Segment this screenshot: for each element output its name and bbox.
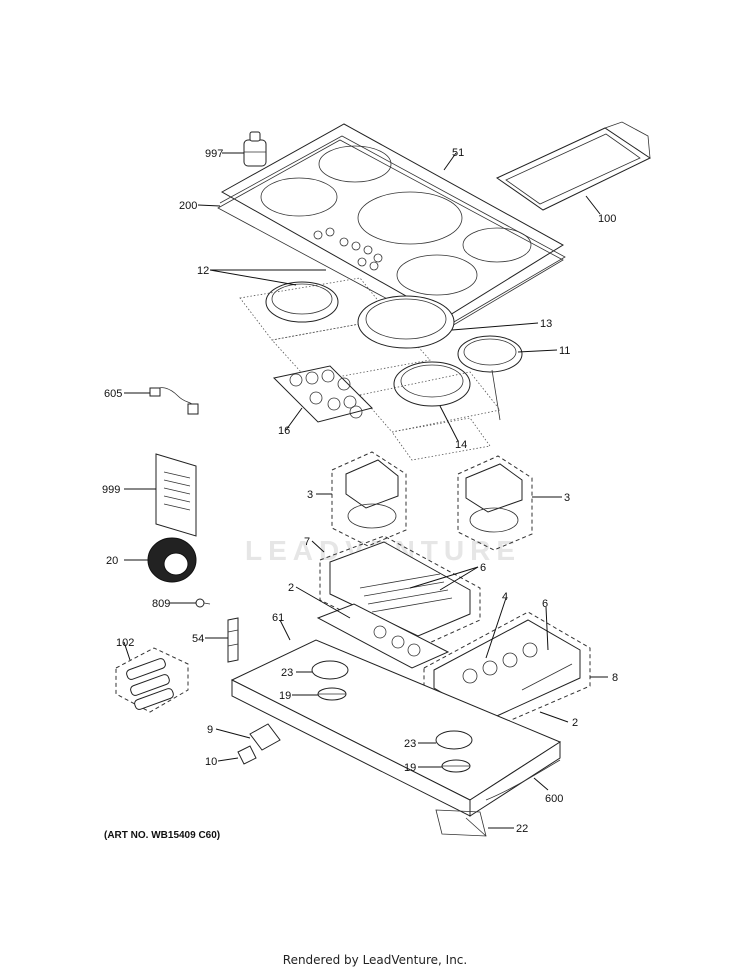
callout-23-upper: 23 <box>281 667 293 679</box>
callout-6-right: 6 <box>542 598 548 610</box>
callout-61: 61 <box>272 612 284 624</box>
part-20-tape-roll[interactable] <box>147 537 197 583</box>
callout-54: 54 <box>192 633 204 645</box>
callout-14: 14 <box>455 439 467 451</box>
callout-10: 10 <box>205 756 217 768</box>
part-2-board-left[interactable] <box>316 603 450 669</box>
part-10-bracket[interactable] <box>237 745 257 765</box>
footer-credit: Rendered by LeadVenture, Inc. <box>282 953 468 967</box>
part-997-cleaner-bottle[interactable] <box>243 131 267 167</box>
part-51-glass-cooktop[interactable] <box>217 123 564 331</box>
callout-100: 100 <box>598 213 616 225</box>
part-605-wire-harness[interactable] <box>149 387 199 415</box>
part-22-label[interactable] <box>465 817 487 837</box>
callout-7: 7 <box>304 536 310 548</box>
part-19-foot-upper[interactable] <box>317 687 347 701</box>
callout-8: 8 <box>612 672 618 684</box>
callout-3-left: 3 <box>307 489 313 501</box>
callout-19-lower: 19 <box>404 762 416 774</box>
callout-51: 51 <box>452 147 464 159</box>
callout-11: 11 <box>559 345 570 357</box>
callout-997: 997 <box>205 148 223 160</box>
callout-20: 20 <box>106 555 118 567</box>
part-11-element[interactable] <box>457 335 523 421</box>
callout-200: 200 <box>179 200 197 212</box>
part-8-electronics-assembly[interactable] <box>423 611 591 731</box>
part-809-screw[interactable] <box>195 598 211 608</box>
callout-12: 12 <box>197 265 209 277</box>
part-54-bracket[interactable] <box>227 617 239 663</box>
callout-2-right: 2 <box>572 717 578 729</box>
leader-lines <box>123 152 608 829</box>
callout-6-upper: 6 <box>480 562 486 574</box>
part-102-kit[interactable] <box>115 647 189 713</box>
callout-22: 22 <box>516 823 528 835</box>
part-100-griddle[interactable] <box>495 121 652 211</box>
callout-999: 999 <box>102 484 120 496</box>
callout-16: 16 <box>278 425 290 437</box>
part-19-foot-lower[interactable] <box>441 759 471 773</box>
art-number-note: (ART NO. WB15409 C60) <box>104 830 221 841</box>
part-23-ring-upper[interactable] <box>311 660 349 680</box>
part-999-literature-manual[interactable] <box>155 453 197 537</box>
part-16-control-board[interactable] <box>272 365 373 423</box>
part-14-element[interactable] <box>359 361 501 461</box>
part-12-surface-elements[interactable] <box>239 277 431 383</box>
callout-605: 605 <box>104 388 122 400</box>
callout-3-right: 3 <box>564 492 570 504</box>
callout-600: 600 <box>545 793 563 805</box>
callout-labels: 997 51 200 100 12 13 11 605 16 14 3 3 99… <box>102 147 618 835</box>
callout-9: 9 <box>207 724 213 736</box>
part-200-gasket[interactable] <box>219 135 566 327</box>
part-13-large-element[interactable] <box>357 295 455 349</box>
callout-809: 809 <box>152 598 170 610</box>
callout-23-lower: 23 <box>404 738 416 750</box>
callout-4: 4 <box>502 591 508 603</box>
callout-19-upper: 19 <box>279 690 291 702</box>
callout-13: 13 <box>540 318 552 330</box>
callout-102: 102 <box>116 637 134 649</box>
part-9-clip[interactable] <box>249 723 281 751</box>
part-3-fan-assembly-right[interactable] <box>457 455 533 551</box>
part-23-ring-lower[interactable] <box>435 730 473 750</box>
part-7-electronics-assembly[interactable] <box>319 535 481 649</box>
callout-2-left: 2 <box>288 582 294 594</box>
part-600-power-cord[interactable] <box>485 759 561 801</box>
part-3-fan-assembly-left[interactable] <box>331 451 407 547</box>
